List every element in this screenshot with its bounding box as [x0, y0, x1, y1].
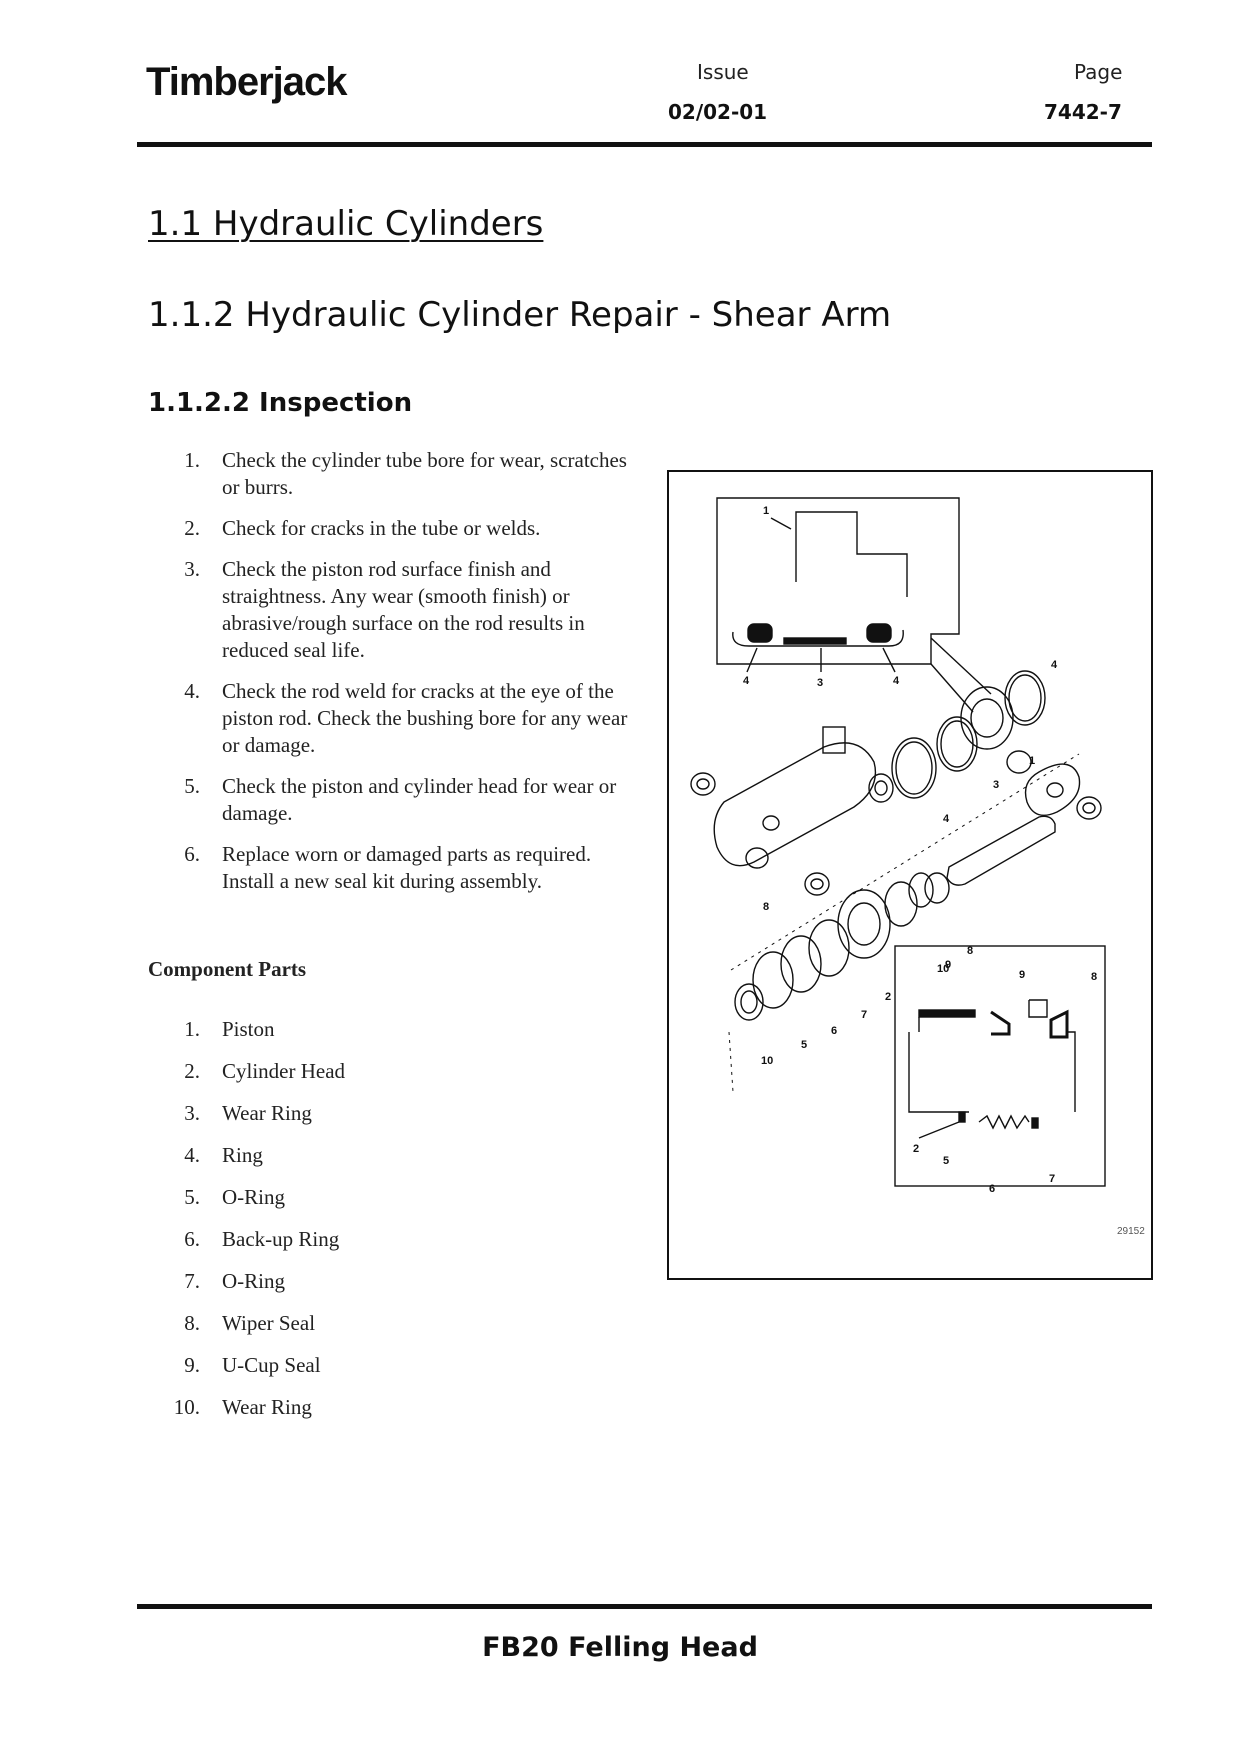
part-number: 3. [184, 1101, 200, 1125]
ring-seal-right [866, 623, 892, 643]
callout: 9 [1019, 969, 1025, 981]
step-text: Check for cracks in the tube or welds. [222, 516, 541, 540]
callout: 3 [817, 677, 823, 689]
callout: 1 [1029, 755, 1035, 767]
piston-rod [946, 815, 1056, 886]
step-number: 1. [184, 448, 200, 472]
subsection-heading: 1.1.2 Hydraulic Cylinder Repair - Shear … [148, 295, 892, 335]
callout: 3 [993, 779, 999, 791]
list-item: 6. Back-up Ring [148, 1226, 528, 1268]
footer-rule [137, 1604, 1152, 1609]
part-name: Cylinder Head [222, 1059, 346, 1083]
section-heading: 1.1 Hydraulic Cylinders [148, 204, 544, 244]
part-name: O-Ring [222, 1269, 285, 1293]
ring-seal-left [747, 623, 773, 643]
step-number: 4. [184, 679, 200, 703]
issue-value: 02/02-01 [668, 100, 768, 124]
part-number: 2. [184, 1059, 200, 1083]
part-name: O-Ring [222, 1185, 285, 1209]
list-item: 8. Wiper Seal [148, 1310, 528, 1352]
list-item: 5. O-Ring [148, 1184, 528, 1226]
part-name: Wiper Seal [222, 1311, 316, 1335]
callout: 1 [763, 505, 769, 517]
part-name: U-Cup Seal [222, 1353, 321, 1377]
cylinder-tube [713, 742, 877, 867]
list-item: 4. Check the rod weld for cracks at the e… [148, 678, 648, 759]
piston-outline [795, 511, 908, 597]
list-item: 5. Check the piston and cylinder head for… [148, 773, 648, 827]
callout: 4 [943, 813, 950, 825]
part-name: Ring [222, 1143, 263, 1167]
part-number: 1. [184, 1017, 200, 1041]
step-number: 6. [184, 842, 200, 866]
step-text: Check the rod weld for cracks at the eye… [222, 679, 628, 757]
callout: 5 [801, 1039, 807, 1051]
step-text: Check the cylinder tube bore for wear, s… [222, 448, 627, 499]
figure-code: 29152 [1117, 1226, 1145, 1237]
step-text: Check the piston and cylinder head for w… [222, 774, 617, 825]
callout: 4 [1051, 659, 1058, 671]
callout: 10 [761, 1055, 773, 1067]
part-number: 5. [184, 1185, 200, 1209]
part-number: 9. [184, 1353, 200, 1377]
callout: 4 [893, 675, 900, 687]
exploded-view-diagram: 1 4 3 4 4 1 3 4 8 8 9 2 7 6 5 10 10 9 8 … [667, 470, 1153, 1280]
part-number: 10. [173, 1395, 200, 1419]
list-item: 7. O-Ring [148, 1268, 528, 1310]
nut [868, 773, 894, 803]
callout: 7 [861, 1009, 867, 1021]
list-item: 2. Cylinder Head [148, 1058, 528, 1100]
list-item: 10. Wear Ring [148, 1394, 528, 1436]
part-number: 4. [184, 1143, 200, 1167]
header-rule [137, 142, 1152, 147]
callout: 2 [885, 991, 891, 1003]
callout: 10 [937, 963, 949, 975]
wear-ring-band-lower [918, 1009, 976, 1018]
callout: 5 [943, 1155, 949, 1167]
page-label: Page [1074, 60, 1123, 84]
cylinder-head [837, 889, 891, 959]
list-item: 9. U-Cup Seal [148, 1352, 528, 1394]
callout: 9 [945, 959, 951, 971]
callout: 8 [967, 945, 973, 957]
list-item: 2. Check for cracks in the tube or welds. [148, 515, 648, 542]
step-number: 2. [184, 516, 200, 540]
component-parts-title: Component Parts [148, 957, 307, 981]
callout: 8 [1091, 971, 1097, 983]
callout: 8 [763, 901, 769, 913]
inspection-steps: 1. Check the cylinder tube bore for wear,… [148, 447, 648, 909]
list-item: 1. Check the cylinder tube bore for wear,… [148, 447, 648, 501]
part-number: 6. [184, 1227, 200, 1251]
list-item: 1. Piston [148, 1016, 528, 1058]
list-item: 3. Check the piston rod surface finish an… [148, 556, 648, 664]
callout: 6 [831, 1025, 837, 1037]
part-name: Wear Ring [222, 1395, 312, 1419]
list-item: 4. Ring [148, 1142, 528, 1184]
bottom-inset-frame [894, 945, 1106, 1187]
component-parts-list: 1. Piston 2. Cylinder Head 3. Wear Ring 4. R… [148, 1016, 528, 1436]
step-number: 5. [184, 774, 200, 798]
part-name: Piston [222, 1017, 275, 1041]
part-number: 7. [184, 1269, 200, 1293]
page-number: 7442-7 [1044, 100, 1122, 124]
issue-label: Issue [697, 60, 749, 84]
callout: 7 [1049, 1173, 1055, 1185]
part-name: Wear Ring [222, 1101, 312, 1125]
top-inset-frame [716, 497, 960, 665]
list-item: 6. Replace worn or damaged parts as requi… [148, 841, 648, 895]
step-text: Replace worn or damaged parts as require… [222, 842, 592, 893]
footer-title: FB20 Felling Head [482, 1632, 758, 1663]
step-text: Check the piston rod surface finish and … [222, 557, 585, 662]
part-number: 8. [184, 1311, 200, 1335]
subsubsection-heading: 1.1.2.2 Inspection [148, 388, 413, 418]
callout: 2 [913, 1143, 919, 1155]
wear-ring-band [783, 637, 847, 645]
callout: 6 [989, 1183, 995, 1195]
brand-logo: Timberjack [146, 60, 347, 104]
callout: 4 [743, 675, 750, 687]
step-number: 3. [184, 557, 200, 581]
list-item: 3. Wear Ring [148, 1100, 528, 1142]
cylinder-exploded-view: 1 4 3 4 4 1 3 4 8 8 9 2 7 6 5 10 10 9 8 … [690, 497, 1145, 1237]
part-name: Back-up Ring [222, 1227, 340, 1251]
